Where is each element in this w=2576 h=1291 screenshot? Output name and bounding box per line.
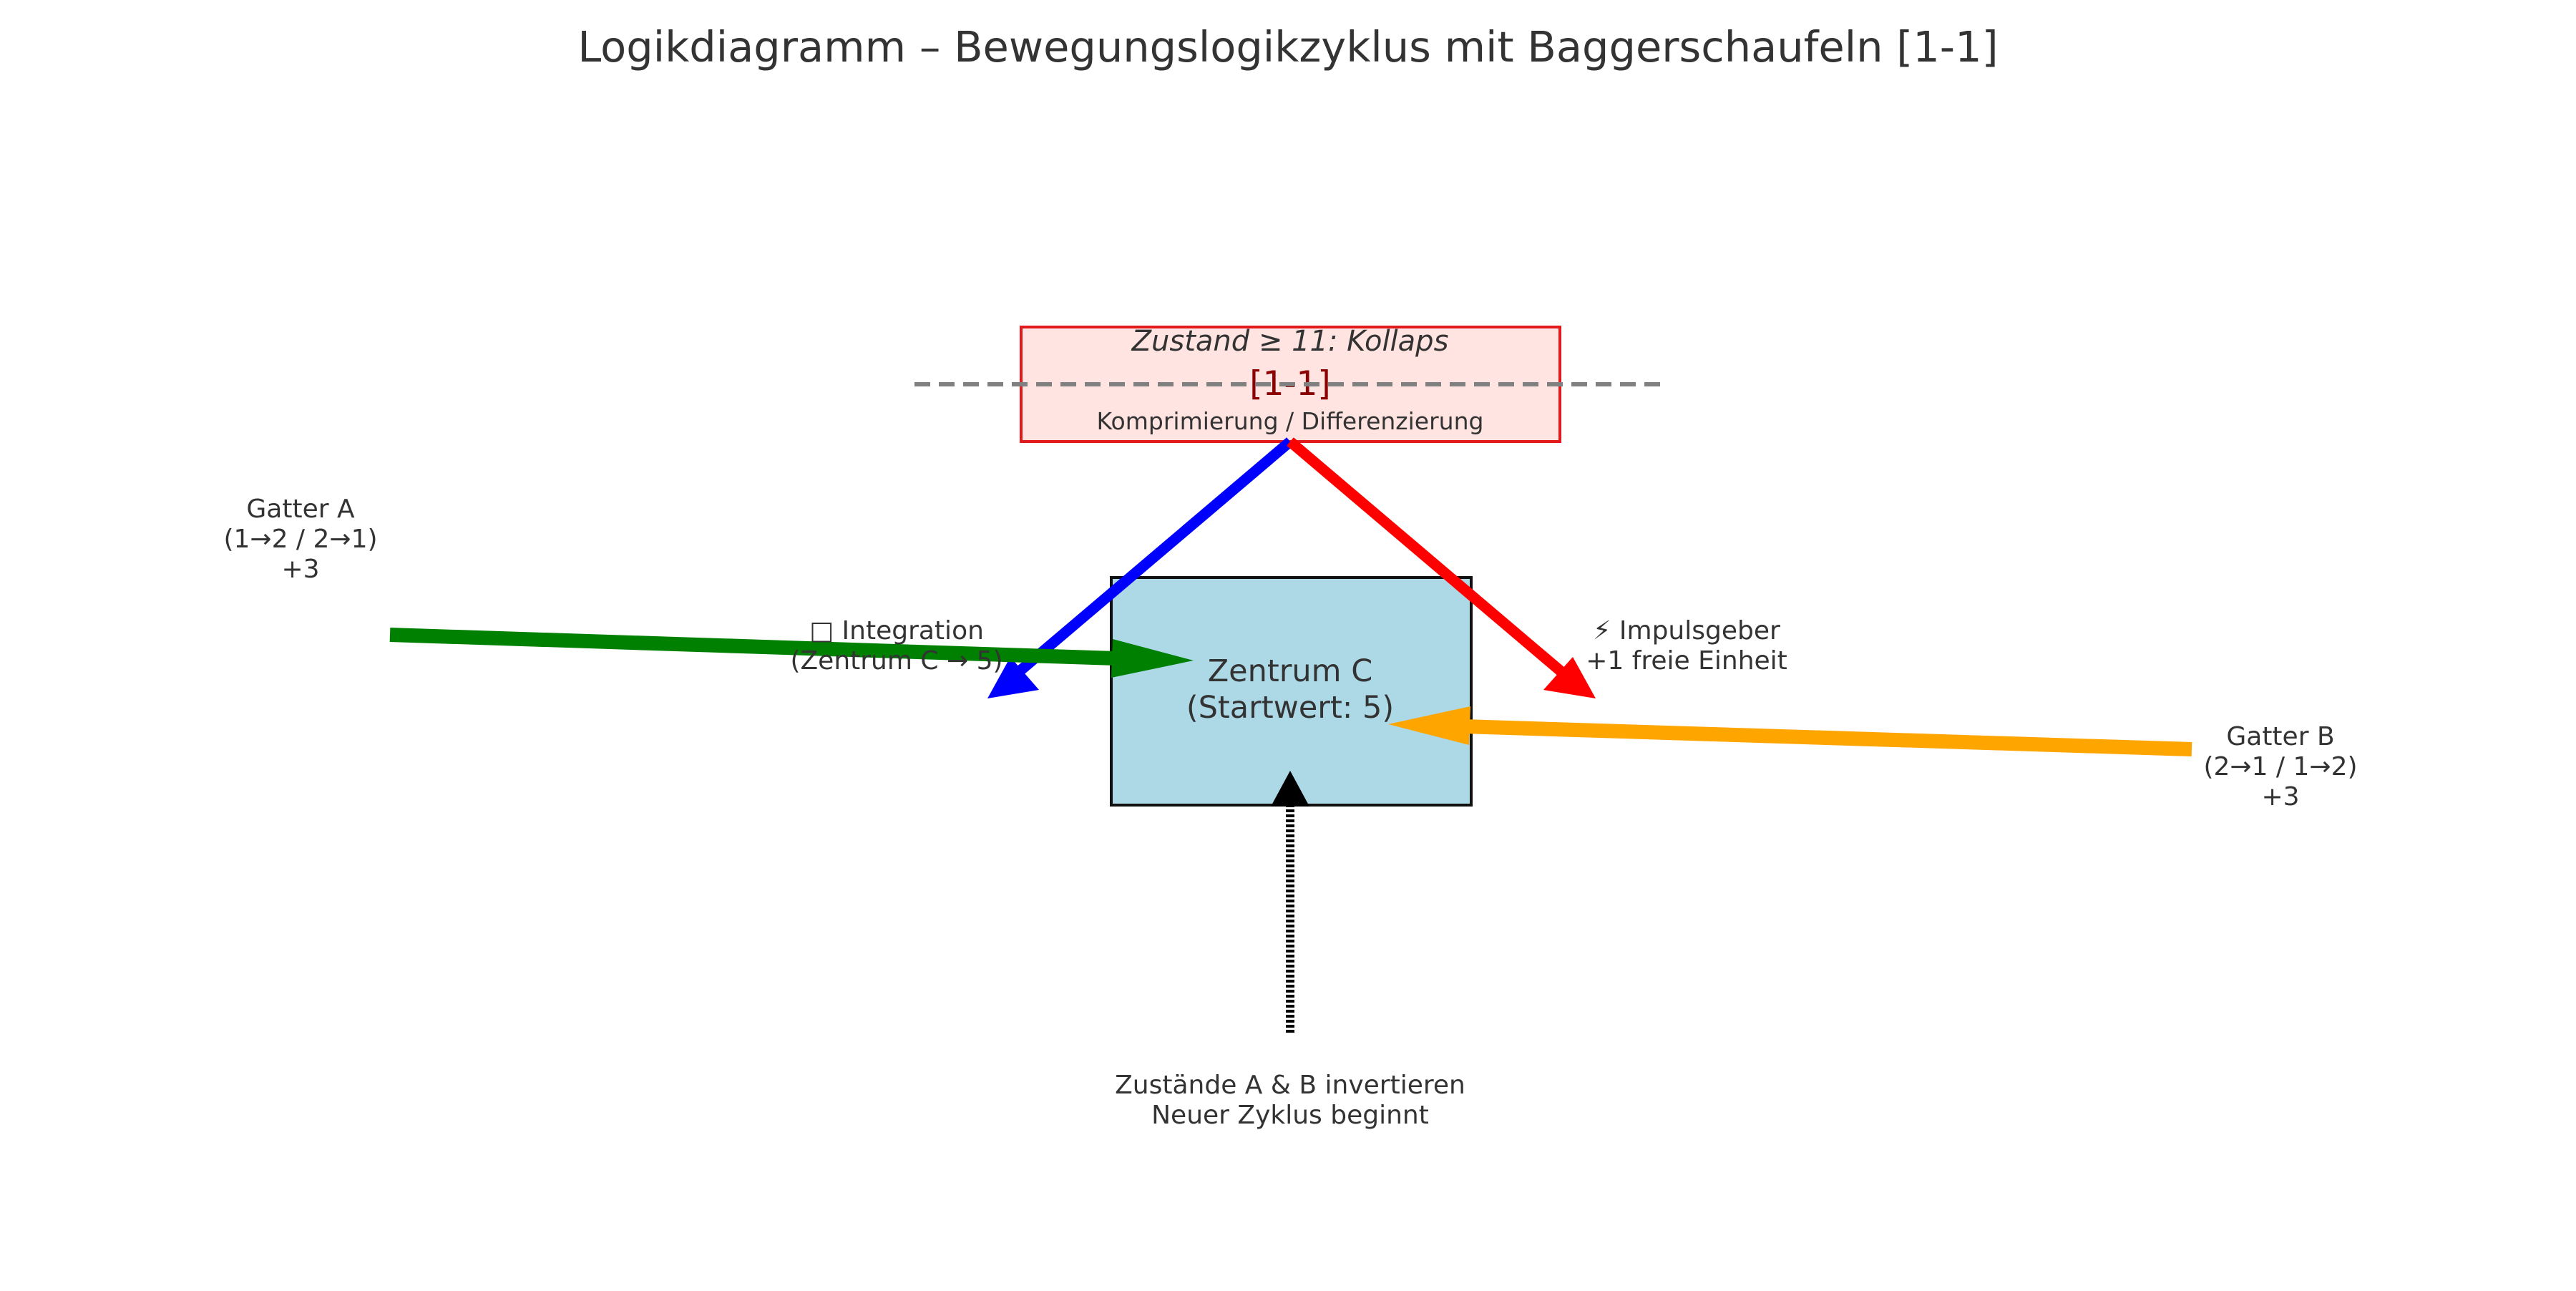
center-box-title: Zentrum C bbox=[1208, 653, 1373, 689]
black-arrow bbox=[1271, 771, 1309, 1033]
collapse-process-label: Komprimierung / Differenzierung bbox=[1097, 407, 1484, 435]
gate-b-transition: (2→1 / 1→2) bbox=[2203, 752, 2357, 781]
gate-a-title: Gatter A bbox=[246, 495, 355, 524]
impulse-unit: +1 freie Einheit bbox=[1586, 646, 1787, 676]
gate-b-label: Gatter B (2→1 / 1→2) +3 bbox=[2203, 722, 2357, 812]
integration-title: □ Integration bbox=[809, 616, 984, 646]
impulse-label: ⚡ Impulsgeber +1 freie Einheit bbox=[1586, 616, 1787, 676]
center-box-rect bbox=[1110, 576, 1473, 807]
gate-b-title: Gatter B bbox=[2226, 722, 2334, 751]
center-box: Zentrum C (Startwert: 5) bbox=[1110, 576, 1473, 807]
blue-arrow bbox=[987, 437, 1294, 698]
cycle-restart-label: Zustände A & B invertieren Neuer Zyklus … bbox=[1115, 1071, 1465, 1130]
gate-a-increment: +3 bbox=[281, 555, 319, 584]
gate-a-label: Gatter A (1→2 / 2→1) +3 bbox=[223, 495, 377, 584]
collapse-box: Zustand ≥ 11: Kollaps [1-1] Komprimierun… bbox=[1020, 325, 1561, 443]
center-box-startvalue: (Startwert: 5) bbox=[1186, 690, 1394, 726]
new-cycle-text: Neuer Zyklus beginnt bbox=[1151, 1101, 1429, 1130]
collapse-condition-label: Zustand ≥ 11: Kollaps bbox=[1131, 325, 1449, 358]
green-arrow bbox=[389, 628, 1194, 678]
red-arrow bbox=[1287, 437, 1596, 698]
integration-target: (Zentrum C → 5) bbox=[790, 646, 1002, 676]
gate-b-increment: +3 bbox=[2261, 782, 2299, 812]
orange-arrow bbox=[1388, 706, 2192, 756]
impulse-title: ⚡ Impulsgeber bbox=[1593, 616, 1780, 646]
invert-states-text: Zustände A & B invertieren bbox=[1115, 1071, 1465, 1100]
diagram-title: Logikdiagramm – Bewegungslogikzyklus mit… bbox=[577, 22, 1998, 72]
integration-label: □ Integration (Zentrum C → 5) bbox=[790, 616, 1002, 676]
gate-a-transition: (1→2 / 2→1) bbox=[223, 525, 377, 554]
